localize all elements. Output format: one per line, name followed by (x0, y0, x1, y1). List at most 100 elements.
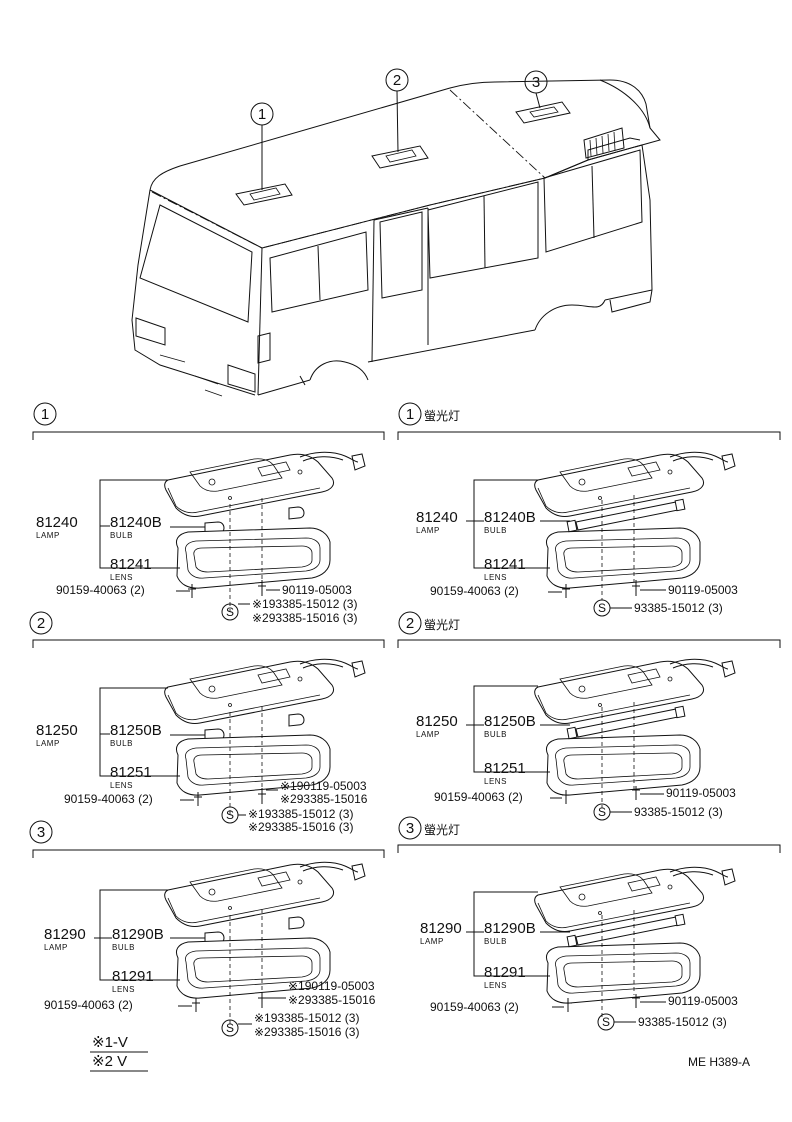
section-left-3: 3 81290 LAMP 81290B BULB 81291 LENS 9015… (29, 820, 385, 1039)
diagram-label: 1 (258, 106, 266, 123)
diagram-label: 81241 (484, 556, 526, 573)
diagram-label: LAMP (36, 739, 60, 748)
diagram-label: 93385-15012 (3) (638, 1015, 727, 1029)
diagram-label: 90119-05003 (666, 786, 736, 800)
diagram-label: 81250B (110, 722, 162, 739)
diagram-label: 81290B (484, 920, 536, 937)
diagram-label: LAMP (44, 943, 68, 952)
diagram-label: LENS (110, 573, 133, 582)
diagram-label: LAMP (420, 937, 444, 946)
locator-callout-1: 1 (250, 102, 274, 190)
bulb-part-number: 81240B (110, 514, 162, 531)
diagram-label: 3 (37, 824, 45, 841)
diagram-label: 3 (406, 820, 414, 837)
roof-lamp-3 (515, 101, 571, 124)
lamp-part-number: 81240 (36, 514, 78, 531)
diagram-label: 2 (406, 615, 414, 632)
diagram-label: 81291 (484, 964, 526, 981)
diagram-label: 3 (532, 74, 540, 91)
diagram-label: BULB (110, 739, 133, 748)
diagram-label: 93385-15012 (3) (634, 601, 723, 615)
diagram-label: S (602, 1015, 610, 1029)
roof-lamp-2 (371, 145, 429, 169)
section-right-1: 1 螢光灯 81240 LAMP 81240B BULB 81241 LENS … (397, 402, 781, 617)
diagram-label: ※190119-05003 (288, 979, 375, 993)
diagram-label: ※293385-15016 (3) (252, 611, 357, 625)
diagram-label: S (598, 805, 606, 819)
roof-vent-grille (583, 127, 625, 159)
diagram-label: ※190119-05003 (280, 779, 367, 793)
diagram-label: 90119-05003 (668, 583, 738, 597)
figure-code: ME H389-A (688, 1055, 750, 1069)
bolt-part-number: 90159-40063 (2) (56, 583, 145, 597)
lens-part-number: 81241 (110, 556, 152, 573)
section-right-2: 2 螢光灯 81250 LAMP 81250B BULB 81251 LENS … (397, 611, 781, 821)
diagram-label: 81240B (484, 509, 536, 526)
variant-legend: ※1-V ※2 V (90, 1034, 148, 1072)
diagram-label: S (226, 808, 234, 822)
diagram-label: 90159-40063 (2) (44, 998, 133, 1012)
section-left-1: 1 81240 LAMP 81240B BULB 81241 LENS 9015… (32, 402, 385, 625)
diagram-label: 81250 (416, 713, 458, 730)
diagram-label: 2 (37, 615, 45, 632)
diagram-label: 81250 (36, 722, 78, 739)
diagram-label: BULB (112, 943, 135, 952)
section-title: 螢光灯 (424, 823, 460, 837)
van-body-outline (131, 79, 661, 397)
diagram-label: 81290 (420, 920, 462, 937)
diagram-label: LENS (484, 981, 507, 990)
diagram-label: ※293385-15016 (280, 792, 368, 806)
diagram-label: BULB (110, 531, 133, 540)
locator-callout-3: 3 (524, 70, 548, 109)
diagram-label: LENS (484, 777, 507, 786)
diagram-label: ※193385-15012 (3) (248, 807, 353, 821)
diagram-label: S (226, 605, 234, 619)
diagram-label: BULB (484, 526, 507, 535)
diagram-label: 90159-40063 (2) (430, 584, 519, 598)
section-left-2: 2 81250 LAMP 81250B BULB 81251 LENS 9015… (29, 611, 385, 834)
lamp-housing (164, 451, 366, 518)
diagram-label: LAMP (416, 730, 440, 739)
diagram-label: ※193385-15012 (3) (252, 597, 357, 611)
diagram-label: 81240 (416, 509, 458, 526)
diagram-label: 90159-40063 (2) (64, 792, 153, 806)
roof-lamp-1 (235, 183, 293, 206)
diagram-label: 81251 (484, 760, 526, 777)
diagram-label: LAMP (416, 526, 440, 535)
section-number-badge (33, 402, 57, 426)
diagram-label: BULB (484, 730, 507, 739)
section-title: 螢光灯 (424, 409, 460, 423)
legend-line-1: ※1-V (92, 1034, 128, 1051)
diagram-label: 1 (41, 406, 49, 423)
diagram-label: S (226, 1021, 234, 1035)
section-title: 螢光灯 (424, 618, 460, 632)
diagram-label: 81290 (44, 926, 86, 943)
locator-callout-2: 2 (385, 68, 409, 153)
diagram-label: S (598, 601, 606, 615)
diagram-label: LENS (110, 781, 133, 790)
diagram-label: 1 (406, 406, 414, 423)
diagram-label: LAMP (36, 531, 60, 540)
screw-symbol (221, 603, 239, 621)
diagram-label: ※193385-15012 (3) (254, 1011, 359, 1025)
diagram-label: ※293385-15016 (288, 993, 376, 1007)
diagram-label: 90119-05003 (668, 994, 738, 1008)
diagram-label: 81251 (110, 764, 152, 781)
diagram-label: LENS (484, 573, 507, 582)
diagram-label: LENS (112, 985, 135, 994)
diagram-label: 90119-05003 (282, 583, 352, 597)
diagram-label: 93385-15012 (3) (634, 805, 723, 819)
diagram-label: ※293385-15016 (3) (254, 1025, 359, 1039)
legend-line-2: ※2 V (92, 1053, 127, 1070)
lens (175, 527, 331, 589)
vehicle-locator: 1 2 3 (131, 68, 661, 397)
diagram-label: 90159-40063 (2) (430, 1000, 519, 1014)
diagram-label: 90159-40063 (2) (434, 790, 523, 804)
diagram-label: 81290B (112, 926, 164, 943)
diagram-label: ※293385-15016 (3) (248, 820, 353, 834)
diagram-label: BULB (484, 937, 507, 946)
diagram-label: 2 (393, 72, 401, 89)
diagram-label: 81291 (112, 968, 154, 985)
diagram-label: 81250B (484, 713, 536, 730)
